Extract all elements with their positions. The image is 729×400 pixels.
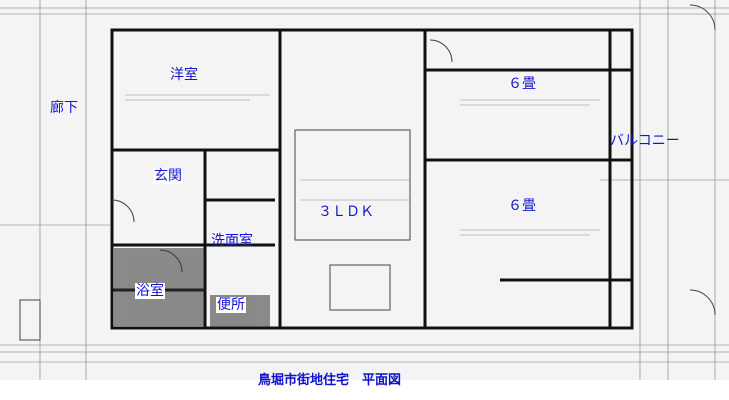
room-label-corridor: 廊下 [50, 100, 78, 116]
room-label-balcony: バルコニー [610, 133, 680, 149]
room-label-entrance: 玄関 [153, 168, 183, 184]
room-label-tatami-2: ６畳 [508, 198, 536, 214]
room-label-toilet: 便所 [216, 297, 246, 313]
room-label-western: 洋室 [170, 67, 198, 83]
room-label-washroom: 洗面室 [211, 233, 253, 249]
room-label-bathroom: 浴室 [135, 283, 165, 299]
room-label-tatami-1: ６畳 [508, 76, 536, 92]
room-label-ldk: ３ＬＤＫ [318, 204, 374, 220]
plan-title: 鳥堀市街地住宅 平面図 [258, 373, 402, 388]
bottom-margin [0, 380, 729, 400]
